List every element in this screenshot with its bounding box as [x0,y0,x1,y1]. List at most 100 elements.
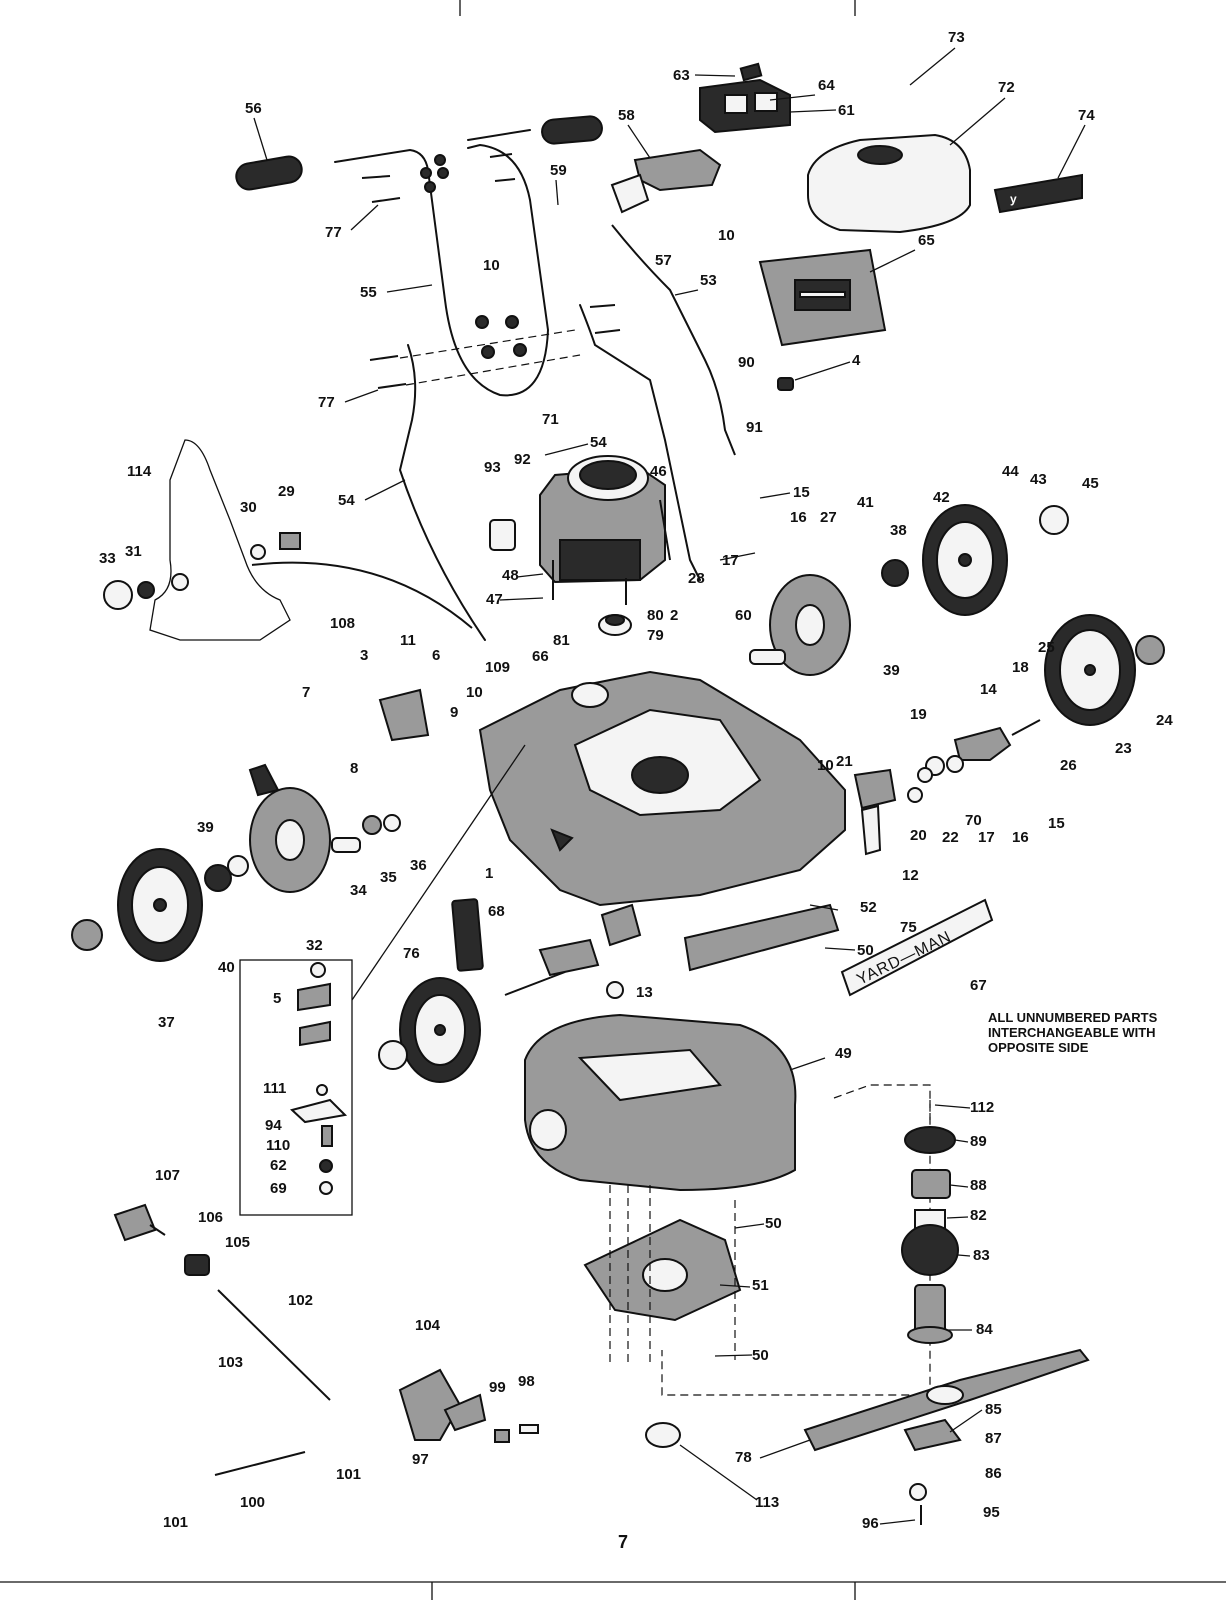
rear-wheel-left [117,848,203,962]
wheel-detail-inset [103,439,301,641]
callout-39: 39 [883,662,900,679]
callout-112: 112 [970,1099,994,1116]
callout-20: 20 [910,827,927,844]
callout-49: 49 [835,1045,852,1062]
front-wheel-left [399,977,481,1083]
callout-101b: 101 [163,1514,188,1531]
callout-104: 104 [415,1317,441,1334]
inset-box [239,959,353,1216]
callout-26: 26 [1060,757,1077,774]
callout-7: 7 [302,684,310,701]
page-number: 7 [618,1532,629,1552]
grass-catcher [524,1013,797,1192]
callout-19: 19 [910,706,927,723]
callout-81: 81 [553,632,570,649]
callout-53: 53 [700,272,717,289]
callout-56: 56 [245,100,262,117]
bolts-handle [361,153,621,389]
callout-17: 17 [722,552,739,569]
callout-68: 68 [488,903,505,920]
callout-54b: 54 [338,492,355,509]
leader-lines [253,47,1086,1525]
callout-96: 96 [862,1515,879,1532]
callout-105: 105 [225,1234,250,1251]
callout-95: 95 [983,1504,1000,1521]
callout-34: 34 [350,882,367,899]
callout-66: 66 [532,648,549,665]
callout-25: 25 [1038,639,1055,656]
callout-14: 14 [980,681,997,698]
height-adjuster [113,1203,539,1476]
callout-71: 71 [542,411,559,428]
callout-48: 48 [502,567,519,584]
callout-46: 46 [650,463,667,480]
callout-22: 22 [942,829,959,846]
callout-59: 59 [550,162,567,179]
callout-10d: 10 [817,757,834,774]
callout-16b: 16 [1012,829,1029,846]
upper-handle [334,129,550,397]
callout-11: 11 [400,632,416,649]
callout-70: 70 [965,812,982,829]
callout-32: 32 [306,937,323,954]
callout-55: 55 [360,284,377,301]
axle-bracket-right [953,719,1041,761]
callout-54: 54 [590,434,607,451]
callout-79: 79 [647,627,664,644]
callout-44: 44 [1002,463,1019,480]
callout-60: 60 [735,607,752,624]
svg-text:y: y [1010,192,1017,206]
callout-43: 43 [1030,471,1047,488]
deck-grass-bag-flap [451,898,484,972]
callout-84: 84 [976,1321,993,1338]
rear-wheel-right [922,504,1008,616]
callout-90: 90 [738,354,755,371]
callout-69: 69 [270,1180,287,1197]
callout-76: 76 [403,945,420,962]
callout-38: 38 [890,522,907,539]
callout-50: 50 [857,942,874,959]
callout-5: 5 [273,990,281,1007]
callout-113: 113 [755,1494,779,1511]
callout-77b: 77 [318,394,335,411]
callout-100: 100 [240,1494,265,1511]
callout-16: 16 [790,509,807,526]
callout-93: 93 [484,459,501,476]
callout-45: 45 [1082,475,1099,492]
callout-108: 108 [330,615,355,632]
callout-33: 33 [99,550,116,567]
callout-2: 2 [670,607,678,624]
wheel-adjuster-disc-right [769,574,851,676]
wheel-adjuster-disc-left [249,787,331,893]
callout-21: 21 [836,753,853,770]
callout-17b: 17 [978,829,995,846]
callout-50b: 50 [765,1215,782,1232]
handle-grip-right [541,115,603,145]
callout-63: 63 [673,67,690,84]
callout-91: 91 [746,419,763,436]
callout-78: 78 [735,1449,752,1466]
callout-52: 52 [860,899,877,916]
callout-9: 9 [450,704,458,721]
front-wheel-right [1044,614,1136,726]
callout-80: 80 [647,607,664,624]
callout-111: 111 [263,1080,286,1097]
callout-47: 47 [486,591,503,608]
callout-15: 15 [793,484,810,501]
callout-85: 85 [985,1401,1002,1418]
note-line-2: INTERCHANGEABLE WITH [988,1025,1156,1040]
callout-107: 107 [155,1167,180,1184]
callout-75: 75 [900,919,917,936]
callout-99: 99 [489,1379,506,1396]
callout-29: 29 [278,483,295,500]
note-line-1: ALL UNNUMBERED PARTS [988,1010,1158,1025]
control-cable [611,224,736,456]
callout-10b: 10 [483,257,500,274]
callout-114: 114 [127,463,152,480]
callout-103: 103 [218,1354,243,1371]
callout-4: 4 [852,352,861,369]
callout-8: 8 [350,760,358,777]
callout-31: 31 [125,543,142,560]
callout-15b: 15 [1048,815,1065,832]
